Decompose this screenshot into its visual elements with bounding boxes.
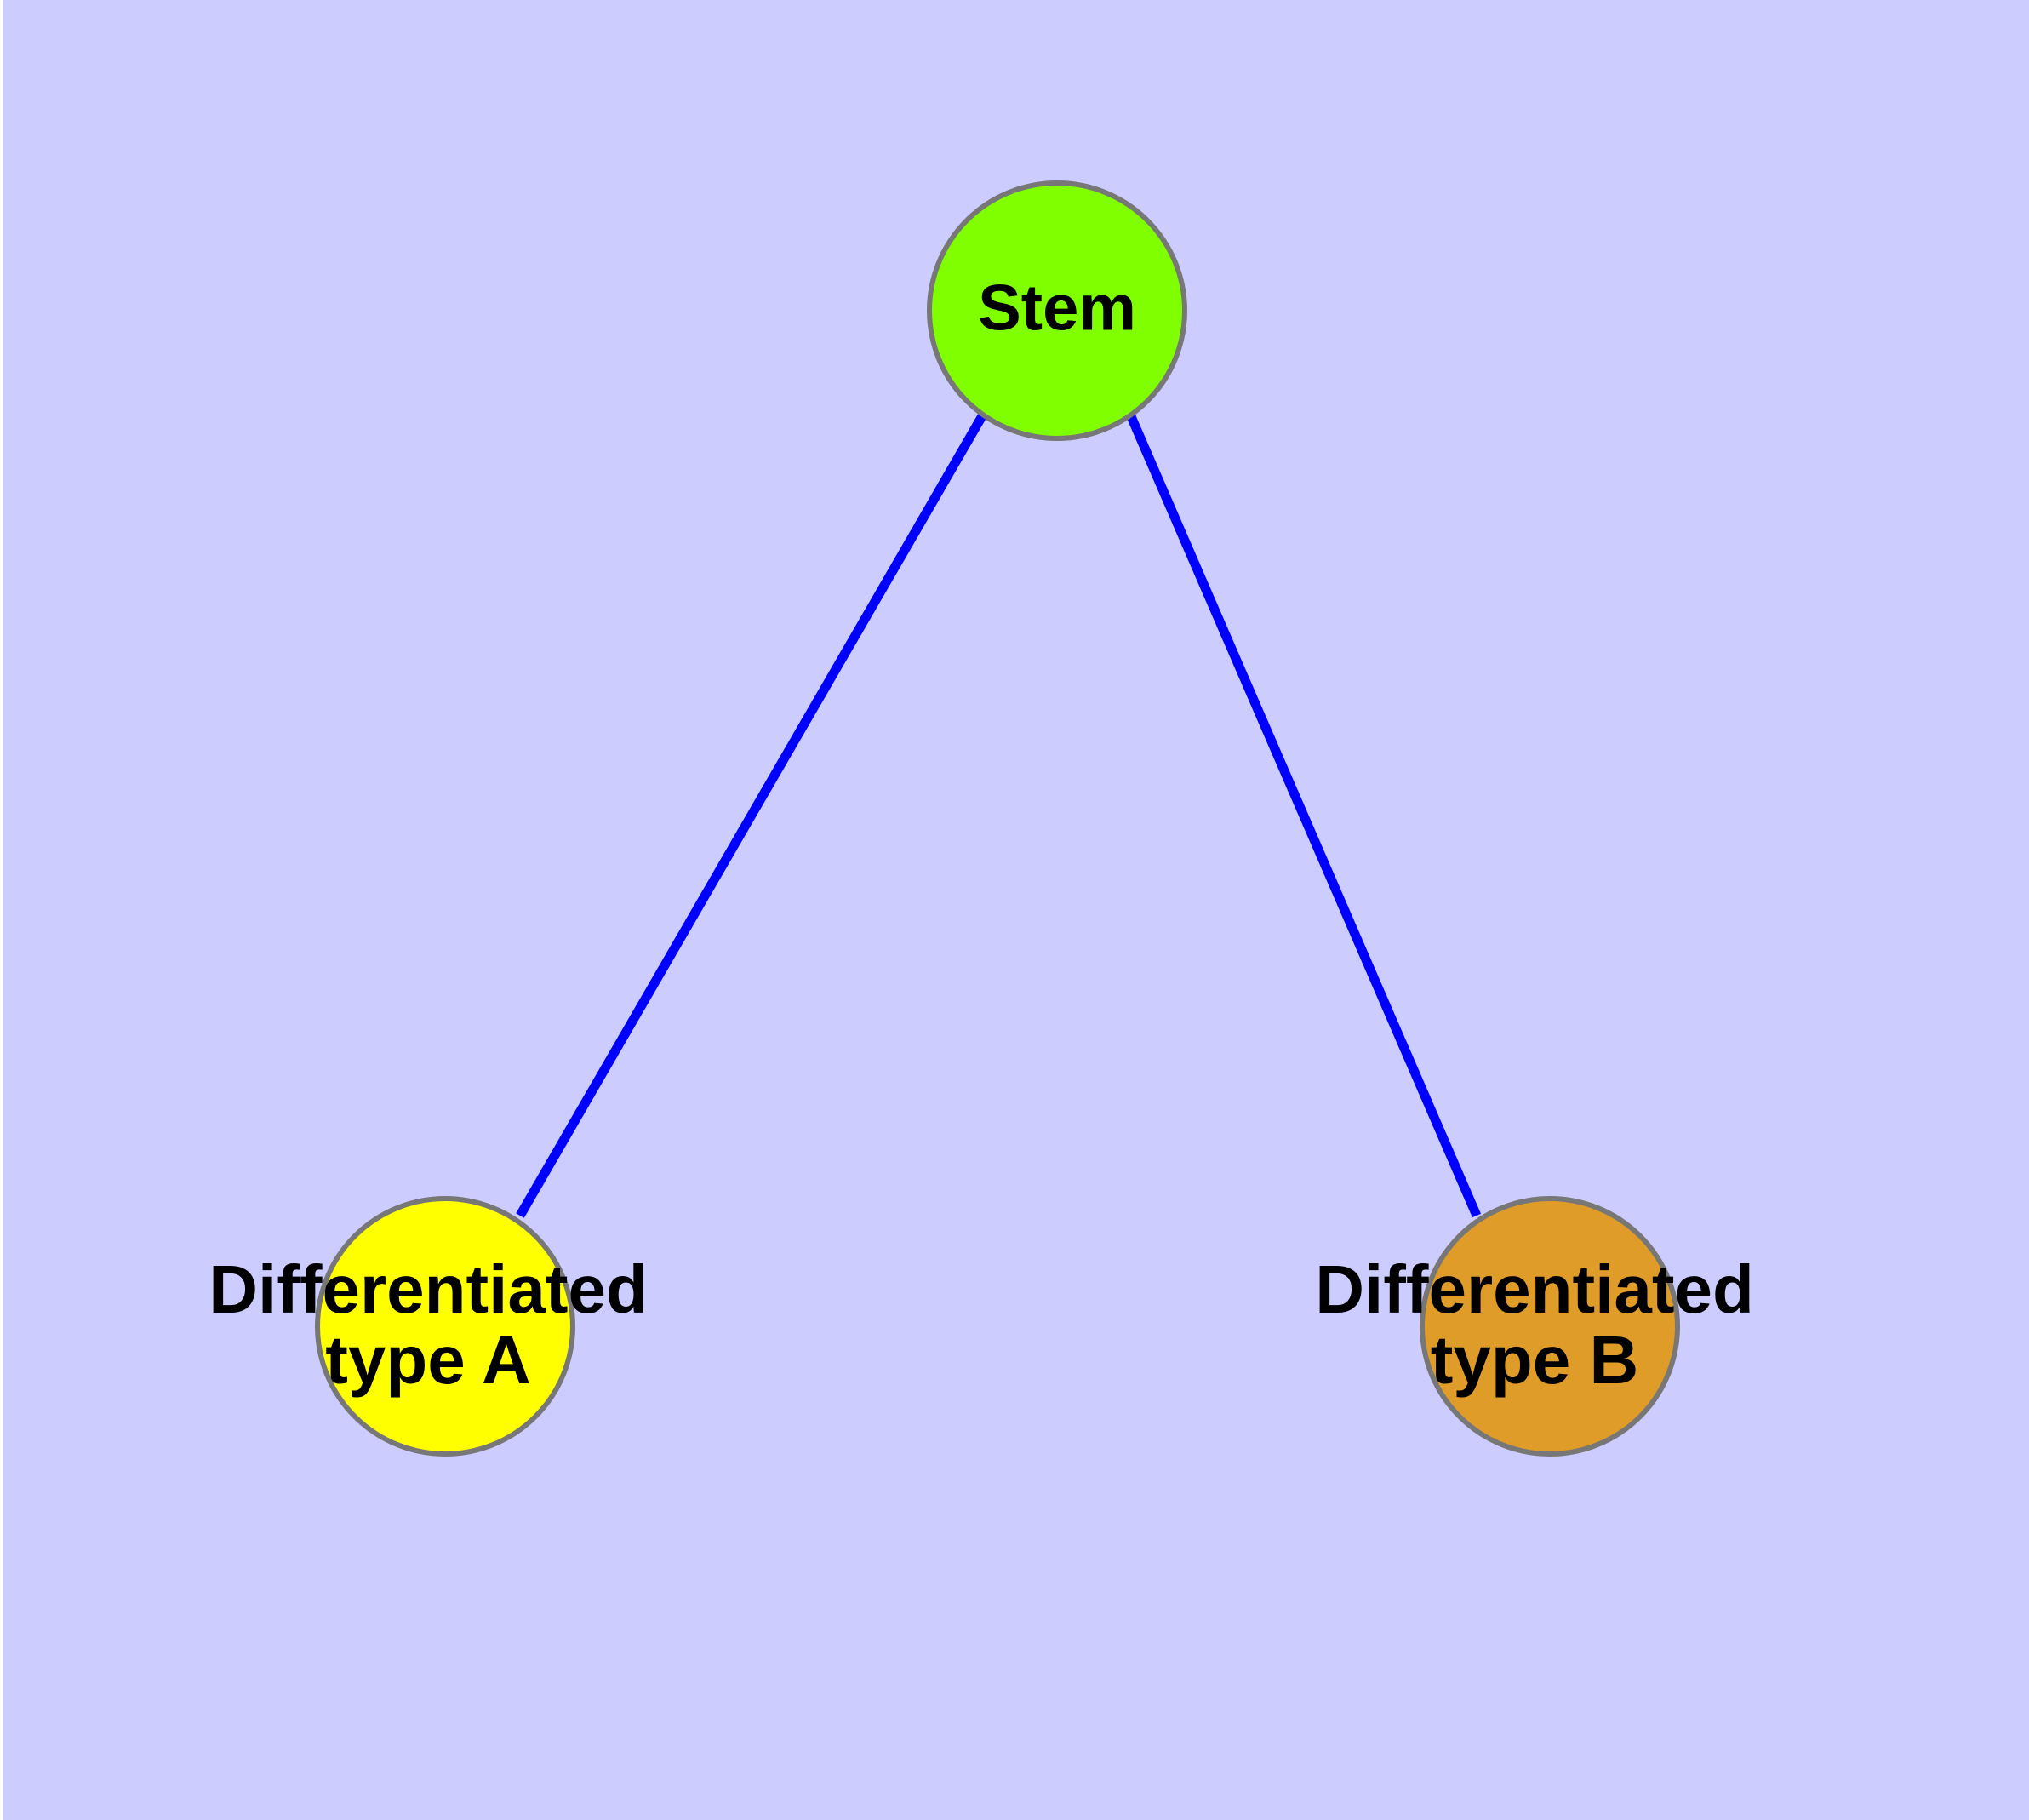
edges-layer bbox=[516, 412, 1482, 1218]
graph-edge-stem-diff_a[interactable] bbox=[516, 412, 987, 1218]
graph-node-diff_b[interactable] bbox=[1420, 1196, 1680, 1457]
graph-svg bbox=[315, 180, 1680, 1457]
graph-node-diff_a[interactable] bbox=[315, 1196, 575, 1457]
nodes-layer bbox=[315, 180, 1680, 1457]
graph-node-stem[interactable] bbox=[927, 180, 1187, 441]
graph-edge-stem-diff_b[interactable] bbox=[1125, 412, 1482, 1218]
